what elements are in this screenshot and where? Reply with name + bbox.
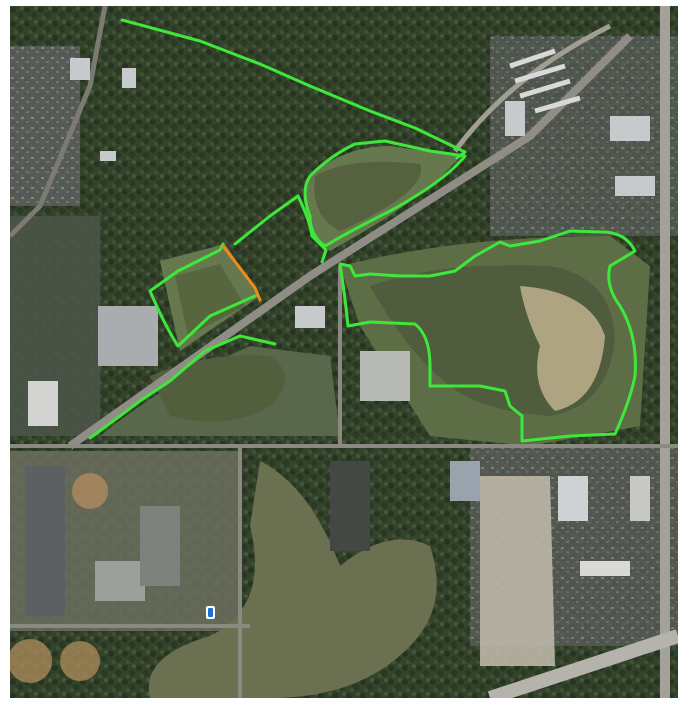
location-marker-icon[interactable] bbox=[206, 606, 215, 619]
map-canvas bbox=[10, 6, 678, 698]
apartment-complex bbox=[509, 48, 581, 114]
northwest-road bbox=[10, 6, 108, 238]
building-group bbox=[25, 58, 655, 616]
highway-ramp bbox=[452, 23, 612, 153]
pond bbox=[314, 161, 421, 231]
diagonal-highway bbox=[67, 33, 633, 450]
trail-loop-upper-pond[interactable] bbox=[303, 139, 467, 248]
trail-south-west[interactable] bbox=[88, 334, 277, 440]
south-lake bbox=[148, 461, 437, 698]
ball-field bbox=[72, 473, 108, 509]
highlighted-trail-segment[interactable] bbox=[221, 244, 262, 302]
ball-field bbox=[60, 641, 100, 681]
pond bbox=[150, 355, 285, 422]
parking-area bbox=[10, 46, 80, 206]
trail-loop-east-pond[interactable] bbox=[338, 229, 637, 443]
trail-loop-west-field[interactable] bbox=[148, 194, 300, 348]
trail-connector[interactable] bbox=[296, 194, 328, 264]
southeast-freeway bbox=[487, 629, 678, 698]
construction-site bbox=[480, 476, 555, 666]
ball-field bbox=[10, 639, 52, 683]
pond bbox=[175, 264, 245, 336]
trail-group bbox=[88, 18, 637, 443]
sandy-pond-bed bbox=[520, 286, 605, 411]
trail-line-north[interactable] bbox=[120, 18, 467, 160]
satellite-map[interactable] bbox=[10, 6, 678, 698]
